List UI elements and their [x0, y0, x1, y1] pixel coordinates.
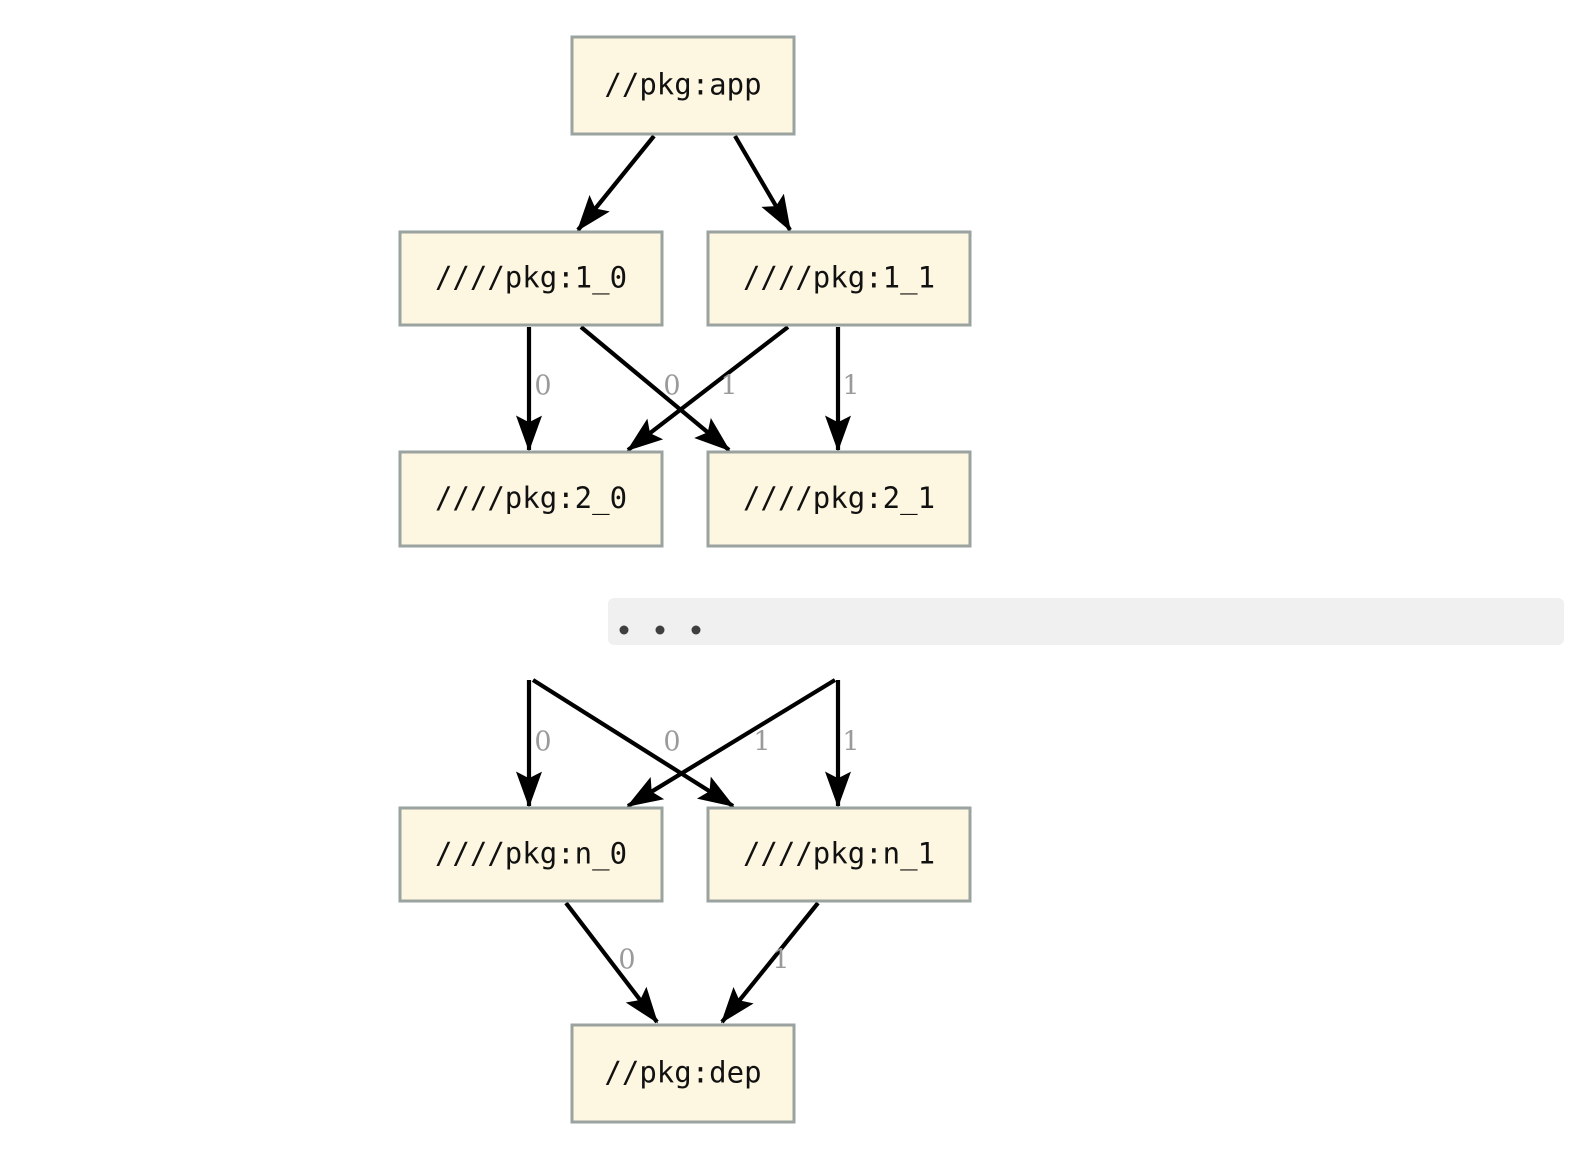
graph-node[interactable]: ////pkg:1_0	[398, 230, 664, 327]
node-label: ////pkg:n_1	[743, 837, 935, 872]
edge-label: 1	[753, 727, 770, 758]
node-layer: //pkg:app ////pkg:1_0 ////pkg:1_1 ////pkg:2…	[398, 35, 972, 1124]
graph-edge	[733, 134, 792, 232]
node-label: ////pkg:1_1	[743, 261, 935, 296]
node-box[interactable]	[706, 450, 972, 548]
ellipsis-dot	[691, 625, 701, 635]
edge-label: 1	[842, 727, 859, 758]
node-box[interactable]	[570, 1023, 796, 1124]
ellipsis-separator	[608, 598, 1564, 645]
edge-label: 0	[534, 371, 551, 402]
edge-label: 0	[663, 727, 680, 758]
node-box[interactable]	[706, 230, 972, 327]
ellipsis-dot	[655, 625, 665, 635]
edge-label-layer: 0 0 1 1 0 0 1 1 0 1	[534, 371, 859, 976]
graph-node[interactable]: ////pkg:n_0	[398, 806, 664, 903]
node-label: ////pkg:1_0	[435, 261, 627, 296]
graph-node[interactable]: ////pkg:1_1	[706, 230, 972, 327]
graph-node[interactable]: ////pkg:2_1	[706, 450, 972, 548]
edge-label: 0	[663, 371, 680, 402]
graph-edge	[720, 901, 820, 1024]
graph-node[interactable]: ////pkg:2_0	[398, 450, 664, 548]
graph-node[interactable]: //pkg:dep	[570, 1023, 796, 1124]
ellipsis-dot	[619, 625, 629, 635]
edge-label: 1	[720, 371, 737, 402]
node-box[interactable]	[398, 806, 664, 903]
node-box[interactable]	[398, 450, 664, 548]
graph-edge	[626, 678, 837, 808]
node-label: ////pkg:2_1	[743, 481, 935, 516]
node-label: ////pkg:2_0	[435, 481, 627, 516]
ellipsis-band	[608, 598, 1564, 645]
node-label: //pkg:dep	[604, 1056, 761, 1090]
edge-layer	[515, 134, 852, 1024]
edge-label: 1	[772, 945, 789, 976]
edge-label: 0	[534, 727, 551, 758]
graph-edge	[564, 901, 659, 1024]
graph-node[interactable]: //pkg:app	[570, 35, 796, 136]
edge-label: 1	[842, 371, 859, 402]
node-label: //pkg:app	[604, 68, 761, 102]
node-label: ////pkg:n_0	[435, 837, 627, 872]
node-box[interactable]	[570, 35, 796, 136]
node-box[interactable]	[706, 806, 972, 903]
graph-edge	[626, 325, 790, 452]
graph-edge	[531, 678, 735, 808]
graph-edge	[576, 134, 656, 232]
graph-edge	[579, 325, 731, 452]
node-box[interactable]	[398, 230, 664, 327]
graph-node[interactable]: ////pkg:n_1	[706, 806, 972, 903]
edge-label: 0	[618, 945, 635, 976]
